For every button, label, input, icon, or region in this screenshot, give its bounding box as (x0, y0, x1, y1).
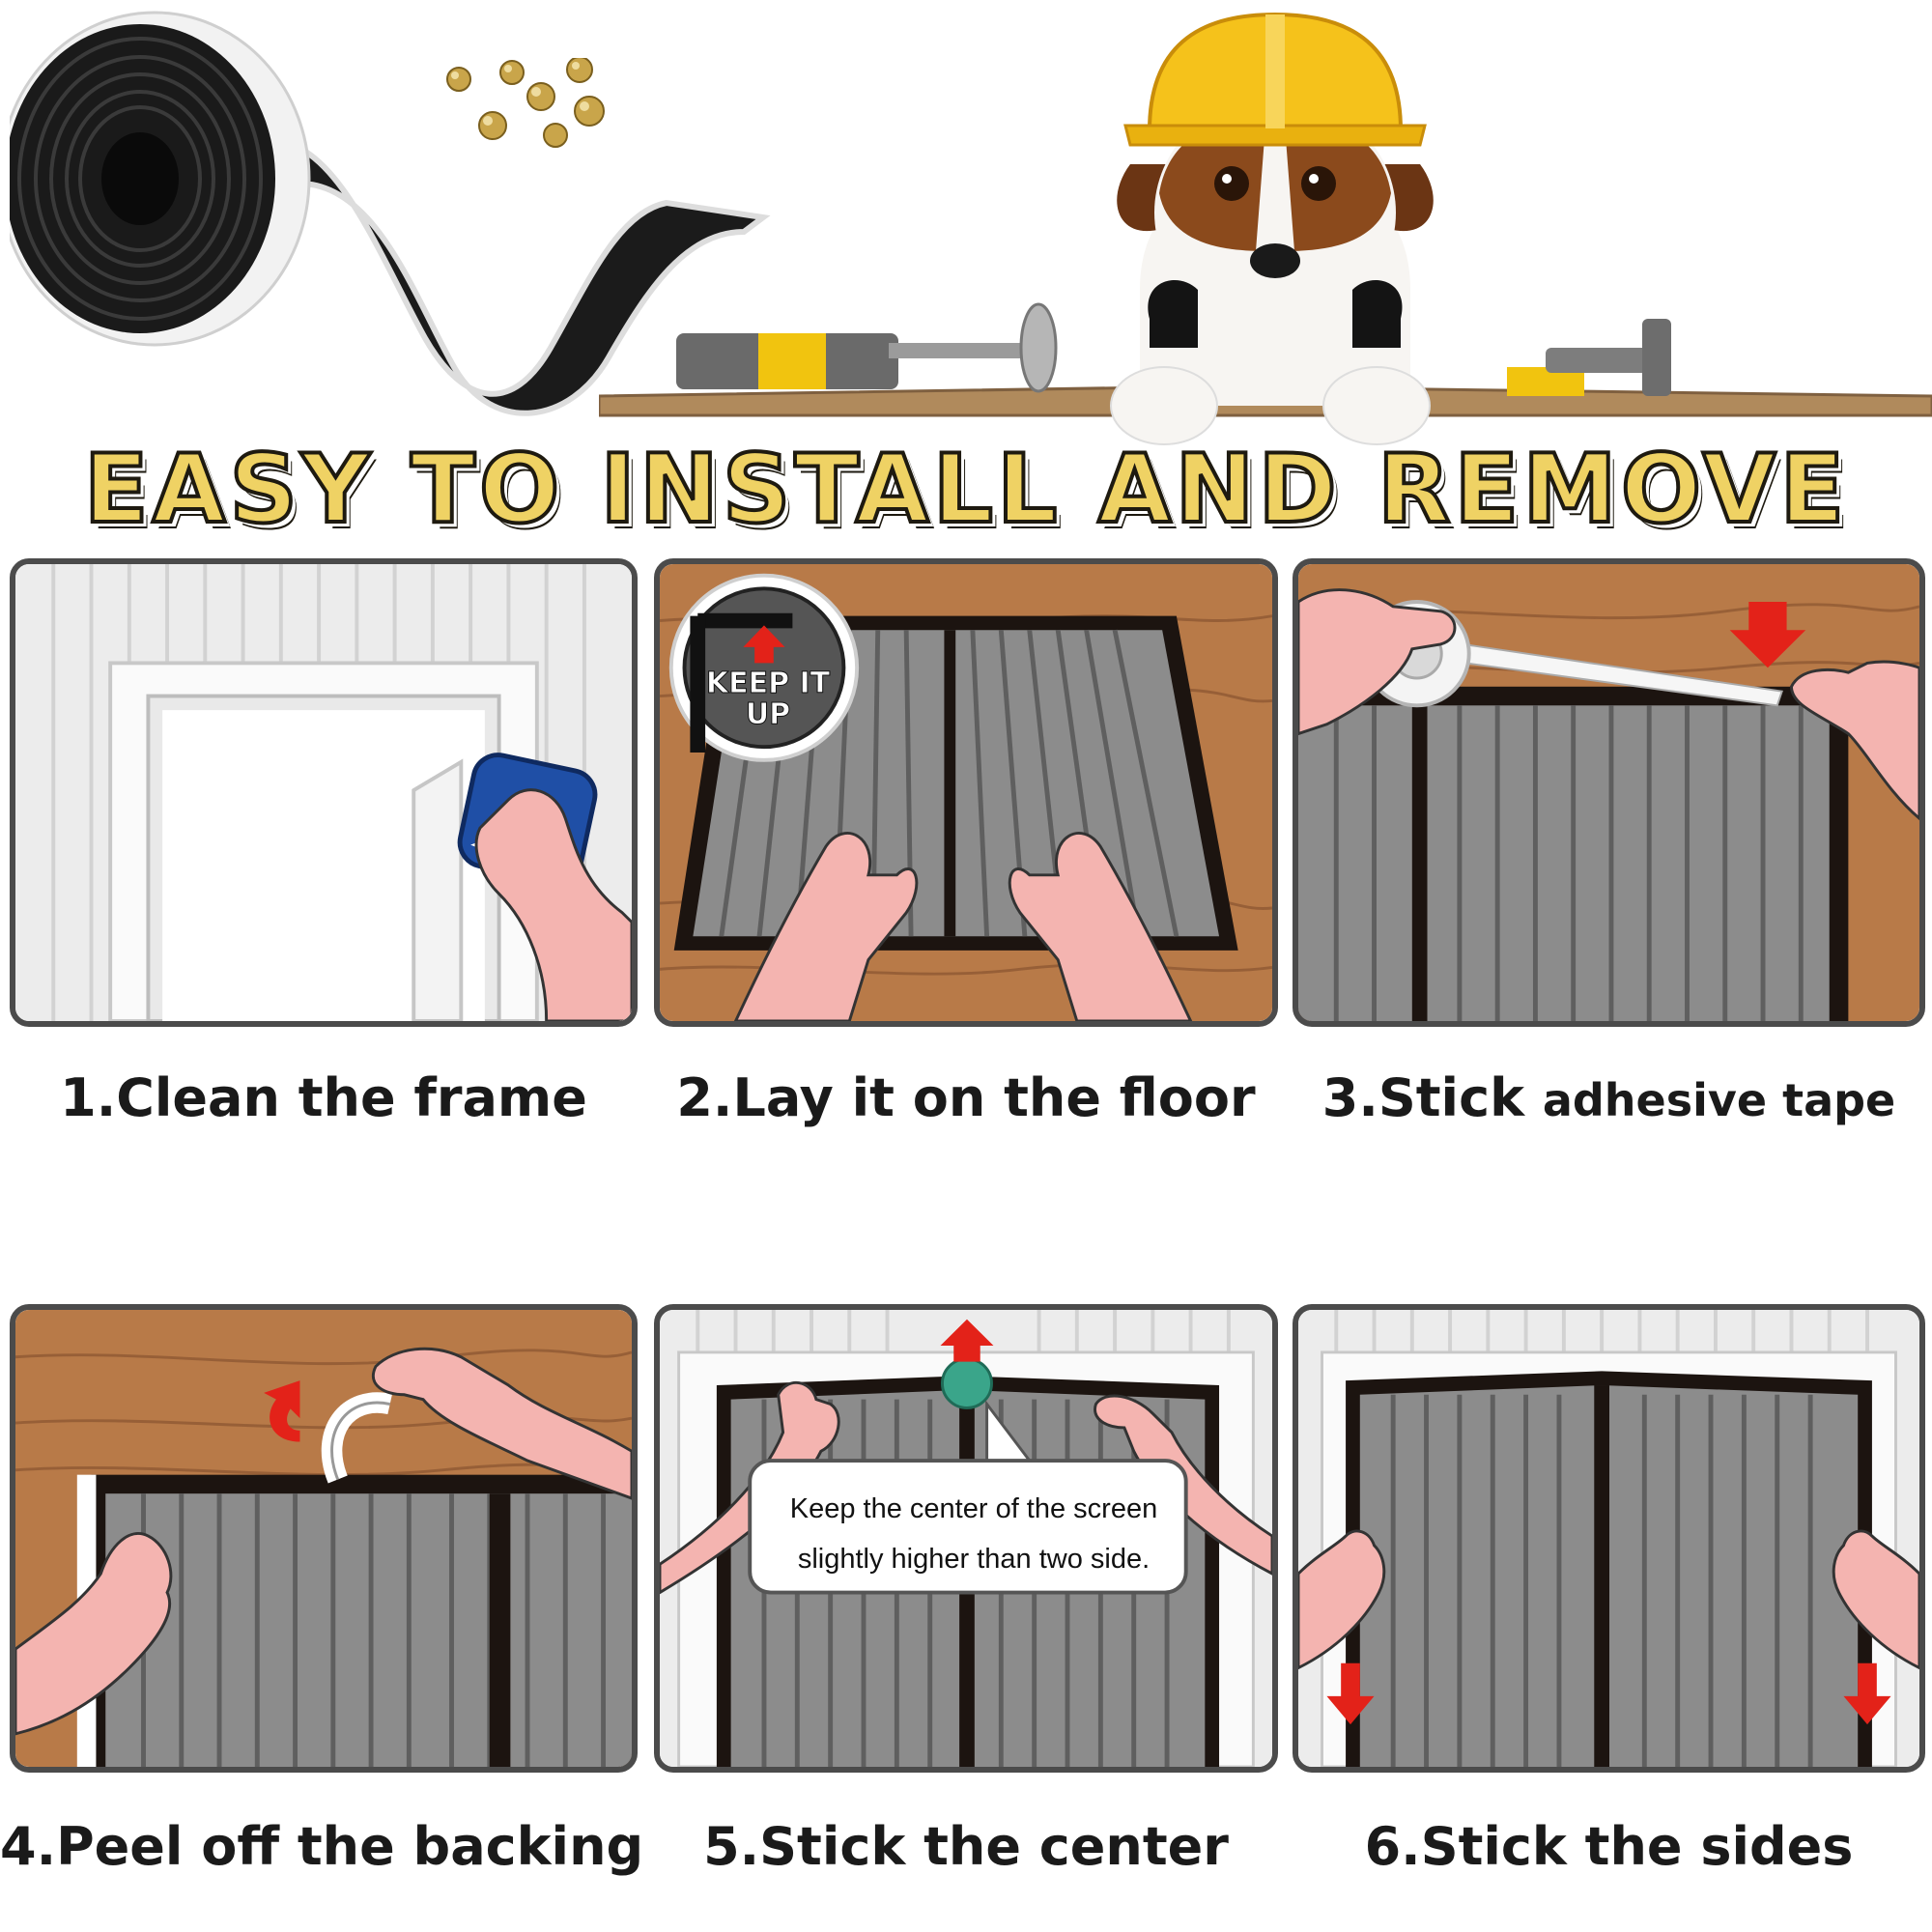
tool-icon (676, 302, 1058, 393)
step-1-panel (10, 558, 638, 1027)
arrow-icon (1326, 1662, 1375, 1725)
step-1-label: 1.Clean the frame (60, 1067, 587, 1128)
step-4-label: 4.Peel off the backing (0, 1816, 644, 1877)
tape-roll-icon (10, 11, 771, 416)
dog-icon (599, 12, 1932, 445)
step-3-panel (1293, 558, 1925, 1027)
arrow-icon (264, 1380, 300, 1442)
hand-icon (1298, 1529, 1386, 1670)
headline: EASY TO INSTALL AND REMOVE (82, 433, 1849, 547)
hand-icon (733, 832, 919, 1021)
hand-icon (1298, 588, 1457, 736)
hand-icon (474, 788, 632, 1021)
step-2-label: 2.Lay it on the floor (676, 1067, 1256, 1128)
step-4-panel (10, 1304, 638, 1773)
arrow-icon (940, 1319, 994, 1362)
pins-icon (446, 58, 605, 148)
step-6-label: 6.Stick the sides (1364, 1816, 1854, 1877)
keep-it-up-badge: KEEP IT UP (705, 667, 831, 731)
step-2-panel: KEEP IT UP (654, 558, 1278, 1027)
center-note: Keep the center of the screen slightly h… (789, 1493, 1158, 1575)
helmet-icon (1123, 12, 1427, 147)
step-3-label: 3.Stick adhesive tape (1321, 1067, 1896, 1128)
step-5-panel: Keep the center of the screen slightly h… (654, 1304, 1278, 1773)
arrow-icon (743, 625, 785, 664)
step-5-label: 5.Stick the center (703, 1816, 1229, 1877)
hand-icon (372, 1347, 632, 1500)
step-6-panel (1293, 1304, 1925, 1773)
